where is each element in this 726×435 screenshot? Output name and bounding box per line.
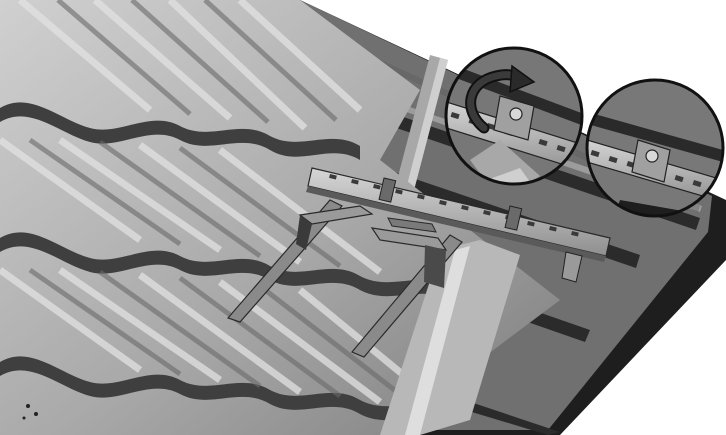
roof-tiles bbox=[0, 0, 560, 435]
mounting-rail bbox=[306, 167, 611, 283]
detail-circle-mounted bbox=[585, 78, 725, 218]
roof-hooks bbox=[226, 199, 463, 358]
corner-marker bbox=[22, 404, 38, 420]
curved-arrow-icon bbox=[465, 64, 536, 134]
